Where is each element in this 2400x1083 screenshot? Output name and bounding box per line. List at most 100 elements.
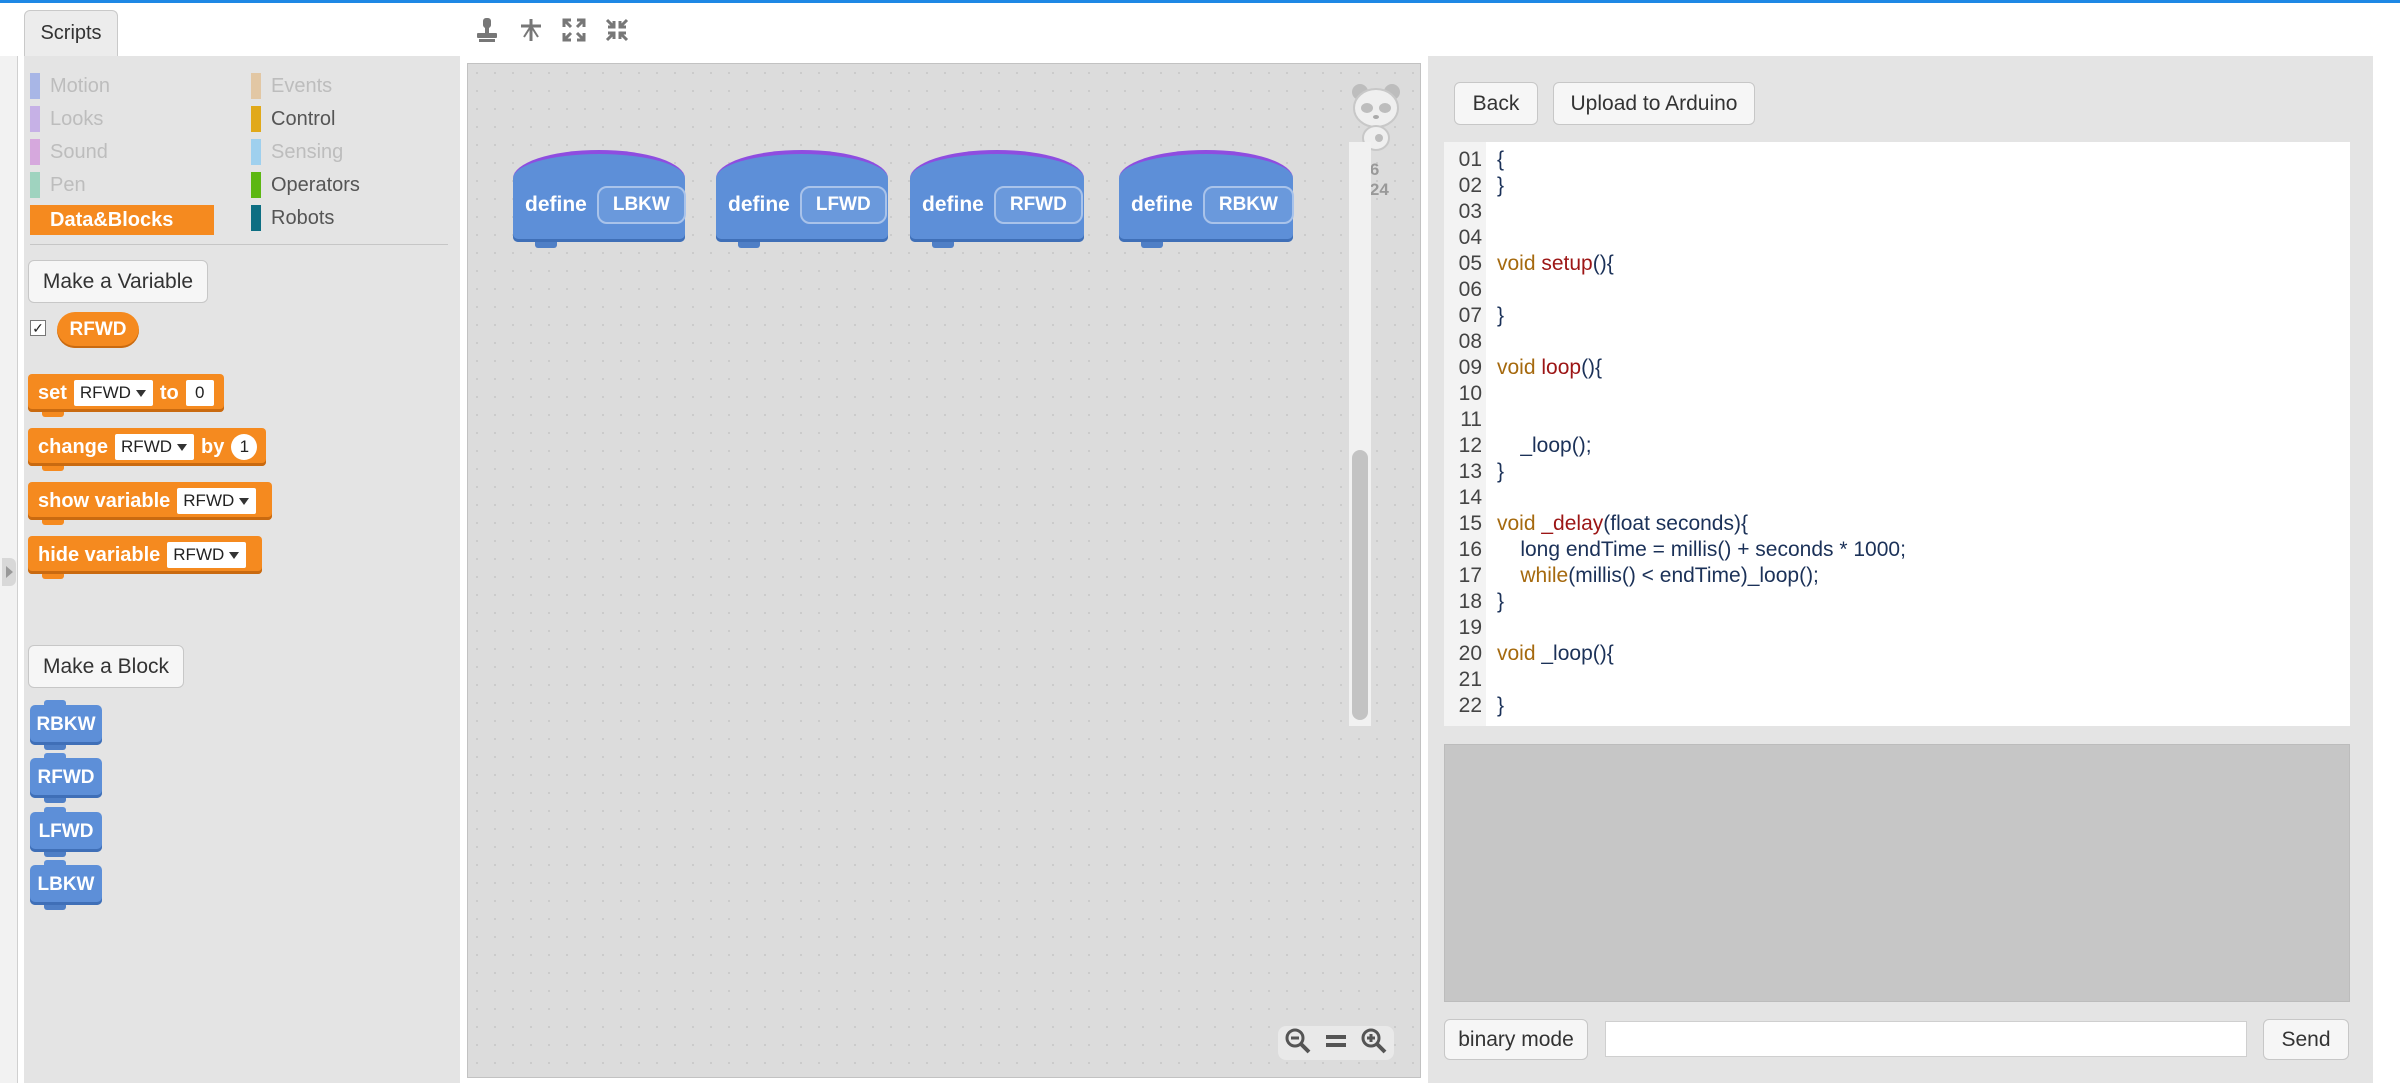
- variable-dropdown[interactable]: RFWD: [177, 488, 257, 514]
- code-keyword: void: [1497, 356, 1542, 379]
- zoom-out-icon[interactable]: [1284, 1027, 1312, 1060]
- tab-scripts[interactable]: Scripts: [24, 10, 118, 56]
- line-number: 06: [1458, 278, 1482, 301]
- code-line: 18}: [1444, 590, 2350, 616]
- code-text: }: [1497, 174, 1505, 197]
- line-number: 02: [1458, 174, 1482, 197]
- expand-arrow-icon[interactable]: [2, 558, 16, 586]
- code-token: (millis() < endTime)_loop();: [1568, 564, 1819, 587]
- variable-reporter-rfwd[interactable]: RFWD: [57, 312, 139, 348]
- set-variable-block[interactable]: set RFWD to 0: [28, 374, 224, 417]
- code-line: 17 while(millis() < endTime)_loop();: [1444, 564, 2350, 590]
- block-word: show variable: [38, 489, 171, 512]
- category-label: Motion: [50, 74, 111, 97]
- code-token: _loop(){: [1541, 642, 1614, 665]
- shrink-icon[interactable]: [601, 14, 633, 46]
- category-control[interactable]: Control: [251, 104, 335, 134]
- category-events[interactable]: Events: [251, 71, 332, 101]
- zoom-reset-icon[interactable]: [1324, 1031, 1348, 1056]
- duplicate-stamp-icon[interactable]: [471, 14, 503, 46]
- define-block-name: LBKW: [596, 186, 686, 224]
- code-text: while(millis() < endTime)_loop();: [1497, 564, 1819, 588]
- line-number: 04: [1458, 226, 1482, 249]
- define-block-lbkw[interactable]: define LBKW: [513, 150, 686, 248]
- grow-icon[interactable]: [558, 14, 590, 46]
- category-data-blocks[interactable]: Data&Blocks: [30, 205, 214, 235]
- block-word: by: [201, 435, 225, 458]
- code-text: void _loop(){: [1497, 642, 1614, 666]
- code-line: 14: [1444, 486, 2350, 512]
- define-label: define: [922, 193, 984, 216]
- variable-reporter-label: RFWD: [69, 319, 127, 340]
- variable-visible-checkbox[interactable]: ✓: [30, 320, 46, 336]
- category-label: Robots: [271, 206, 335, 229]
- code-text: long endTime = millis() + seconds * 1000…: [1497, 538, 1906, 561]
- binary-mode-label: binary mode: [1458, 1027, 1574, 1051]
- y-value: 24: [1369, 180, 1389, 199]
- cut-scissors-icon[interactable]: [515, 14, 547, 46]
- palette-divider: [30, 244, 448, 245]
- zoom-controls: [1278, 1026, 1394, 1060]
- custom-block-rbkw[interactable]: RBKW: [30, 700, 102, 750]
- category-color-swatch: [30, 172, 40, 198]
- line-number-gutter: [1444, 142, 1486, 726]
- make-block-button[interactable]: Make a Block: [28, 645, 184, 688]
- category-operators[interactable]: Operators: [251, 170, 360, 200]
- binary-mode-button[interactable]: binary mode: [1444, 1019, 1588, 1060]
- category-pen[interactable]: Pen: [30, 170, 86, 200]
- send-button-label: Send: [2281, 1027, 2331, 1051]
- change-variable-block[interactable]: change RFWD by 1: [28, 428, 266, 471]
- category-looks[interactable]: Looks: [30, 104, 103, 134]
- custom-block-label: RFWD: [37, 767, 95, 788]
- custom-block-lfwd[interactable]: LFWD: [30, 807, 102, 857]
- zoom-in-icon[interactable]: [1360, 1027, 1388, 1060]
- tab-scripts-label: Scripts: [40, 22, 102, 44]
- category-color-swatch: [30, 106, 40, 132]
- code-scrollbar-thumb[interactable]: [1352, 450, 1368, 720]
- code-text: void setup(){: [1497, 252, 1614, 276]
- hide-variable-block[interactable]: hide variable RFWD: [28, 536, 262, 579]
- block-word: to: [159, 381, 179, 404]
- custom-block-rfwd[interactable]: RFWD: [30, 753, 102, 803]
- code-line: 05 void setup(){: [1444, 252, 2350, 278]
- make-block-label: Make a Block: [42, 654, 170, 678]
- send-button[interactable]: Send: [2263, 1019, 2349, 1060]
- value-input[interactable]: 1: [231, 434, 258, 460]
- show-variable-block[interactable]: show variable RFWD: [28, 482, 272, 525]
- serial-send-input[interactable]: [1605, 1021, 2247, 1057]
- line-number: 20: [1458, 642, 1482, 665]
- define-block-lfwd[interactable]: define LFWD: [716, 150, 888, 248]
- code-line: 12 _loop();: [1444, 434, 2350, 460]
- line-number: 01: [1458, 148, 1482, 171]
- category-sensing[interactable]: Sensing: [251, 137, 343, 167]
- code-line: 13}: [1444, 460, 2350, 486]
- code-text: {: [1497, 148, 1505, 171]
- define-block-rbkw[interactable]: define RBKW: [1119, 150, 1294, 248]
- variable-dropdown[interactable]: RFWD: [73, 380, 153, 406]
- category-sound[interactable]: Sound: [30, 137, 108, 167]
- code-text: }: [1497, 460, 1505, 483]
- define-label: define: [1131, 193, 1193, 216]
- code-text: void _delay(float seconds){: [1497, 512, 1748, 536]
- value-input[interactable]: 0: [185, 380, 214, 406]
- variable-dropdown[interactable]: RFWD: [167, 542, 247, 568]
- upload-to-arduino-button[interactable]: Upload to Arduino: [1553, 82, 1755, 125]
- make-variable-button[interactable]: Make a Variable: [28, 260, 208, 303]
- custom-block-lbkw[interactable]: LBKW: [30, 860, 102, 910]
- variable-dropdown[interactable]: RFWD: [115, 434, 195, 460]
- top-accent-line: [0, 0, 2400, 3]
- dropdown-value: RFWD: [173, 545, 225, 564]
- category-label: Sensing: [271, 140, 344, 163]
- define-block-rfwd[interactable]: define RFWD: [910, 150, 1084, 248]
- line-number: 05: [1458, 252, 1482, 275]
- line-number: 13: [1458, 460, 1482, 483]
- category-color-swatch: [251, 106, 261, 132]
- define-label: define: [525, 193, 587, 216]
- back-button[interactable]: Back: [1454, 82, 1538, 125]
- category-motion[interactable]: Motion: [30, 71, 110, 101]
- category-robots[interactable]: Robots: [251, 203, 334, 233]
- code-line: 22}: [1444, 694, 2350, 720]
- code-keyword: void: [1497, 252, 1542, 275]
